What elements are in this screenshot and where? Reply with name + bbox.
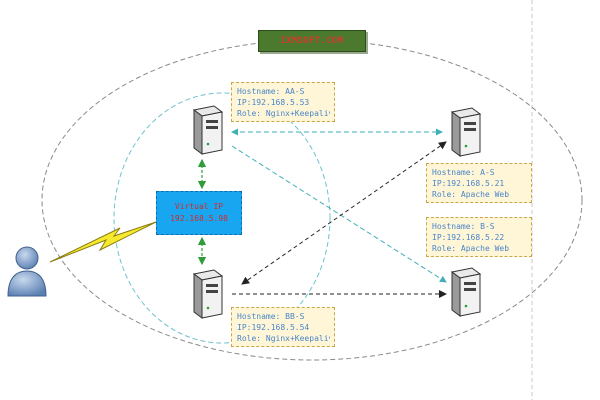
server-info-bb: Hostname: BB-S IP:192.168.5.54 Role: Ngi… [231,307,335,347]
role-text: Role: Nginx+Keepalived [237,109,330,118]
ip-text: IP:192.168.5.53 [237,98,310,107]
lightning-bolt-icon [49,221,157,263]
ip-text: IP:192.168.5.54 [237,323,310,332]
virtual-ip-box: Virtual IP 192.168.5.98 [156,191,242,235]
network-boundary-ellipse [41,39,583,361]
user-icon [7,246,47,297]
virtual-ip-address: 192.168.5.98 [170,214,228,223]
role-text: Role: Apache Web [432,244,510,253]
server-info-aa: Hostname: AA-S IP:192.168.5.53 Role: Ngi… [231,82,335,122]
virtual-ip-label: Virtual IP [174,202,224,211]
link-aa-to-b [231,145,447,283]
hostname-text: Hostname: BB-S [237,312,305,321]
server-icon [450,107,482,157]
role-text: Role: Apache Web [432,190,510,199]
title-banner: IXMSOFT.COM [258,30,366,52]
ip-text: IP:192.168.5.21 [432,179,505,188]
hostname-text: Hostname: AA-S [237,87,305,96]
server-icon [450,267,482,317]
hostname-text: Hostname: A-S [432,168,495,177]
server-info-a: Hostname: A-S IP:192.168.5.21 Role: Apac… [426,163,532,203]
server-info-b: Hostname: B-S IP:192.168.5.22 Role: Apac… [426,217,532,257]
server-icon [192,269,224,319]
ip-text: IP:192.168.5.22 [432,233,505,242]
hostname-text: Hostname: B-S [432,222,495,231]
server-icon [192,105,224,155]
role-text: Role: Nginx+Keepalived [237,334,330,343]
